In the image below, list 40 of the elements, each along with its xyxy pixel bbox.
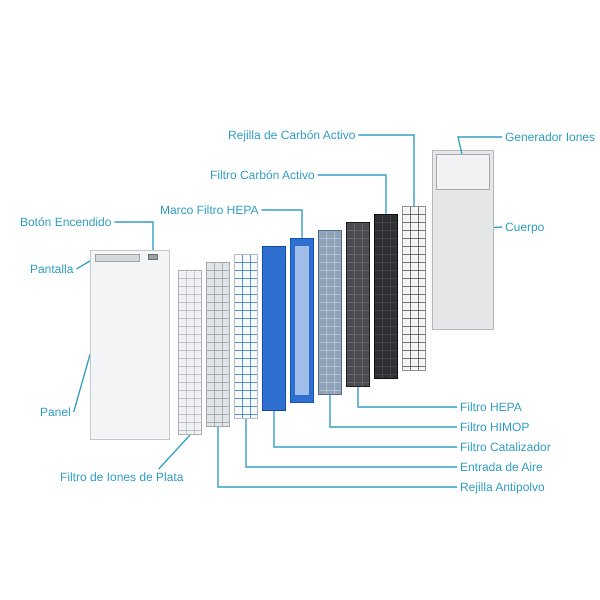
filter-panel-drawing	[262, 246, 286, 411]
grille-drawing	[178, 270, 202, 435]
part-label: Generador Iones	[505, 130, 596, 144]
leader-line	[494, 226, 502, 228]
grille-drawing	[402, 206, 426, 371]
filter-panel-drawing	[374, 214, 398, 379]
leader-line	[262, 209, 303, 238]
display-strip	[95, 254, 140, 262]
leader-line	[357, 387, 457, 408]
part-label: Pantalla	[30, 262, 74, 276]
leader-line	[73, 354, 91, 412]
power-button	[148, 254, 158, 260]
part-label: Panel	[40, 405, 71, 419]
leader-line	[318, 174, 387, 214]
part-label: Cuerpo	[505, 220, 544, 234]
part-label: Entrada de Aire	[460, 460, 543, 474]
part-label: Rejilla Antipolvo	[460, 480, 545, 494]
grille-drawing	[206, 262, 230, 427]
part-label: Filtro de Iones de Plata	[60, 470, 184, 484]
filter-panel-drawing	[318, 230, 342, 395]
cabinet-body-drawing	[432, 150, 494, 330]
part-label: Botón Encendido	[20, 215, 112, 229]
leader-line	[158, 434, 191, 470]
leader-line	[329, 395, 457, 428]
leader-line	[457, 136, 502, 154]
grille-drawing	[234, 254, 258, 419]
leader-line	[358, 134, 415, 206]
part-label: Filtro Catalizador	[460, 440, 551, 454]
part-label: Rejilla de Carbón Activo	[228, 128, 356, 142]
part-label: Filtro HIMOP	[460, 420, 530, 434]
ion-generator-drawing	[436, 154, 490, 190]
filter-panel-drawing	[346, 222, 370, 387]
leader-line	[273, 411, 457, 448]
leader-line	[217, 427, 457, 488]
leader-line	[245, 419, 457, 468]
part-label: Marco Filtro HEPA	[160, 203, 258, 217]
part-label: Filtro Carbón Activo	[210, 168, 315, 182]
front-panel-drawing	[90, 250, 170, 440]
filter-frame-drawing	[290, 238, 314, 403]
part-label: Filtro HEPA	[460, 400, 522, 414]
